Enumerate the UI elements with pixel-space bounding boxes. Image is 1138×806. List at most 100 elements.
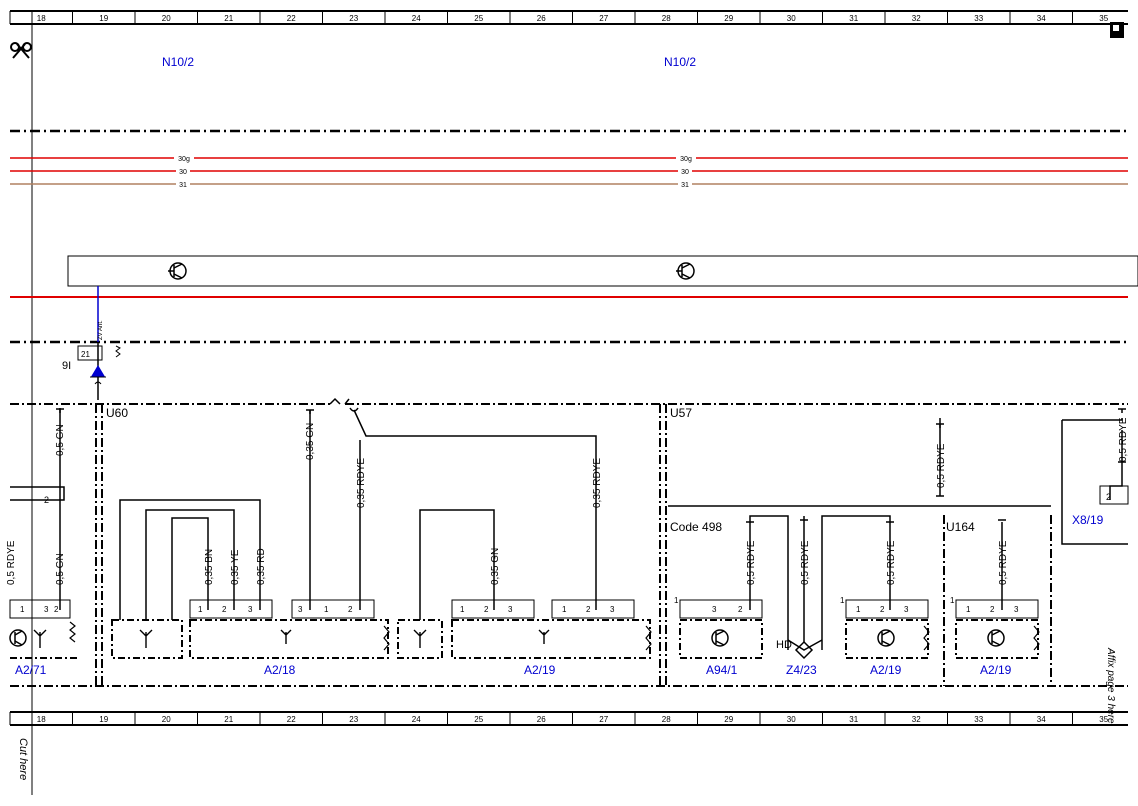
ruler-number: 19 — [99, 715, 108, 724]
ruler-number: 32 — [912, 14, 921, 23]
svg-text:2: 2 — [990, 605, 995, 614]
z423-junction — [787, 639, 823, 660]
ruler-number: 25 — [474, 715, 483, 724]
component-label: A2/19 — [524, 663, 556, 677]
wire-label: 0,5 GN — [55, 553, 66, 585]
wire-label: 0,35 BN — [204, 549, 215, 585]
ruler-number: 35 — [1099, 715, 1108, 724]
svg-text:30: 30 — [179, 169, 187, 176]
svg-text:3: 3 — [298, 605, 303, 614]
power-line-31: 31 31 — [10, 180, 1128, 189]
scissors-icon — [10, 42, 32, 59]
antenna-icon — [33, 629, 550, 648]
svg-text:30: 30 — [681, 169, 689, 176]
svg-text:3: 3 — [610, 605, 615, 614]
ruler-number: 18 — [37, 715, 46, 724]
ruler-number: 30 — [787, 715, 796, 724]
component-label: A2/19 — [870, 663, 902, 677]
svg-text:2: 2 — [484, 605, 489, 614]
svg-text:1: 1 — [674, 596, 679, 605]
ruler-number: 19 — [99, 14, 108, 23]
terminal-marks — [56, 407, 1126, 523]
component-label: A94/1 — [706, 663, 738, 677]
power-line-30: 30 30 — [10, 167, 1128, 176]
svg-text:31: 31 — [179, 182, 187, 189]
svg-text:1: 1 — [840, 596, 845, 605]
ruler-number: 30 — [787, 14, 796, 23]
ruler-number: 21 — [224, 14, 233, 23]
svg-text:30g: 30g — [680, 156, 692, 163]
wire-label: 0,35 RDYE — [356, 458, 367, 508]
svg-text:1: 1 — [324, 605, 329, 614]
bottom-ruler-ticks — [9, 712, 1073, 725]
svg-text:3: 3 — [44, 605, 49, 614]
wire-labels: 0,5 GN 0,5 GN 0,5 RDYE 0,35 GN 0,35 RDYE… — [6, 417, 1129, 585]
wire-label: 0,5 RDYE — [998, 540, 1009, 585]
svg-text:3: 3 — [1014, 605, 1019, 614]
wire-label: 0,35 GN — [490, 548, 501, 585]
group-boundaries — [10, 403, 1128, 687]
hd-label: HD — [776, 639, 792, 651]
svg-text:2: 2 — [586, 605, 591, 614]
power-line-30g: 30g 30g — [10, 154, 1128, 163]
ruler-number: 20 — [162, 715, 171, 724]
module-label-right: N10/2 — [664, 55, 696, 69]
ruler-number: 22 — [287, 715, 296, 724]
antenna-link-label: ZV Ant. — [98, 320, 104, 340]
wire-label: 0,5 RDYE — [886, 540, 897, 585]
bottom-ruler — [10, 711, 1128, 726]
ruler-number: 29 — [724, 715, 733, 724]
group-label-u164: U164 — [946, 520, 975, 534]
antenna-connector-label: 9I — [62, 360, 71, 372]
ruler-number: 21 — [224, 715, 233, 724]
transistor-icon — [711, 629, 729, 647]
wire-label: 0,5 RDYE — [746, 540, 757, 585]
svg-text:1: 1 — [966, 605, 971, 614]
svg-text:2: 2 — [1106, 492, 1111, 502]
svg-text:2: 2 — [222, 605, 227, 614]
ruler-number: 24 — [412, 715, 421, 724]
group-label-u57: U57 — [670, 406, 692, 420]
top-ruler-ticks — [9, 11, 1073, 24]
transistor-icon — [168, 262, 187, 280]
svg-text:3: 3 — [508, 605, 513, 614]
pin-numbers: 1 3 2 2 1 2 3 3 1 2 1 2 3 1 2 3 1 3 2 1 … — [20, 492, 1111, 614]
svg-text:31: 31 — [681, 182, 689, 189]
svg-text:1: 1 — [950, 596, 955, 605]
ruler-number: 33 — [974, 715, 983, 724]
ruler-number: 27 — [599, 715, 608, 724]
svg-text:3: 3 — [904, 605, 909, 614]
wire-label: 0,35 YE — [230, 549, 241, 585]
svg-text:2: 2 — [44, 495, 49, 505]
ruler-number: 25 — [474, 14, 483, 23]
wire-label: 0,35 GN — [305, 423, 316, 460]
module-label-left: N10/2 — [162, 55, 194, 69]
wire-label: 0,5 RDYE — [1118, 417, 1129, 462]
wire-label: 0,35 RDYE — [592, 458, 603, 508]
component-housings — [10, 619, 1039, 659]
svg-text:2: 2 — [738, 605, 743, 614]
component-labels: A2/71 A2/18 A2/19 A94/1 Z4/23 A2/19 A2/1… — [15, 513, 1104, 677]
component-label: A2/71 — [15, 663, 47, 677]
ruler-number: 26 — [537, 715, 546, 724]
svg-text:2: 2 — [880, 605, 885, 614]
wire-paths — [10, 408, 1128, 650]
ruler-number: 34 — [1037, 715, 1046, 724]
wire-label: 0,5 RDYE — [800, 540, 811, 585]
antenna-connector — [77, 342, 121, 400]
svg-text:3: 3 — [712, 605, 717, 614]
ruler-number: 28 — [662, 715, 671, 724]
top-ruler — [10, 10, 1128, 25]
transistor-icon — [877, 629, 895, 647]
component-label: A2/19 — [980, 663, 1012, 677]
cut-here-note: Cut here — [17, 738, 29, 780]
ruler-number: 22 — [287, 14, 296, 23]
ruler-number: 27 — [599, 14, 608, 23]
ruler-number: 18 — [37, 14, 46, 23]
svg-text:2: 2 — [348, 605, 353, 614]
component-label: A2/18 — [264, 663, 296, 677]
ruler-number: 34 — [1037, 14, 1046, 23]
